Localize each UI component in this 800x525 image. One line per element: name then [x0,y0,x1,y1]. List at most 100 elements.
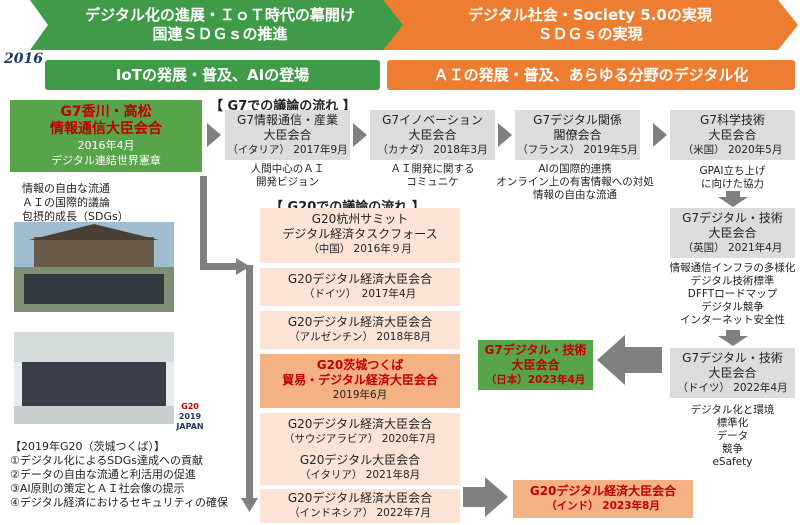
g20-box-title: G20デジタル大臣会合 [299,453,421,467]
kagawa-group-photo [14,222,174,312]
g7-france-note: AIの国際的連携 オンライン上の有害情報への対処 情報の自由な流通 [496,163,654,201]
tsukuba-summary: 【2019年G20（茨城つくば）】 ①デジタル化によるSDGs達成への貢献 ②デ… [10,440,228,510]
g7-germany-notes: デジタル化と環境 標準化 データ 競争 eSafety [670,404,795,469]
top-left-chevron [30,0,408,50]
tsukuba-summary-heading: 【2019年G20（茨城つくば）】 [10,440,166,453]
arrow-right-icon [653,123,667,147]
arrow-right-icon [498,123,512,147]
tsukuba-summary-item: ④デジタル経済におけるセキュリティの確保 [10,496,228,509]
g20-box-title: G20デジタル経済大臣会合 [287,272,433,286]
arrow-right-icon [236,258,250,275]
g7-uk-note: デジタル技術標準 [690,275,775,287]
arrow-right-icon [353,123,367,147]
connector-vertical-g20 [246,265,253,500]
g7-germany-box: G7デジタル・技術 大臣会合 （ドイツ） 2022年4月 [670,348,795,398]
g20-box-sub: （アルゼンチン） 2018年8月 [289,331,431,343]
kagawa-note: 包摂的成長（SDGs） [22,210,129,223]
g20-germany-box: G20デジタル経済大臣会合 （ドイツ） 2017年4月 [260,268,460,306]
g20-india-title: G20デジタル経済大臣会合 [529,484,677,498]
top-right-line1: デジタル社会・Society 5.0の実現 [468,6,712,24]
g7-uk-box: G7デジタル・技術 大臣会合 （英国） 2021年4月 [670,208,795,258]
tsukuba-summary-item: ③AI原則の策定とＡＩ社会像の提示 [10,482,185,495]
kagawa-title: G7香川・高松 [60,104,152,120]
g20-argentina-box: G20デジタル経済大臣会合 （アルゼンチン） 2018年8月 [260,311,460,349]
g20-logo-line3: JAPAN [176,422,204,431]
connector-horizontal [200,263,240,270]
g7-canada-box: G7イノベーション 大臣会合 （カナダ） 2018年3月 [370,110,495,160]
g20-box-sub: （中国） 2016年９月 [308,243,412,255]
g20-box-sub: （ドイツ） 2017年4月 [303,288,417,300]
g7-italy-note: 人間中心のＡＩ 開発ビジョン [250,163,325,188]
g7-germany-note: eSafety [712,456,753,468]
arrow-right-icon [207,123,221,147]
g7-kagawa-box: G7香川・高松 情報通信大臣会合 2016年4月 デジタル連結世界憲章 [10,100,202,172]
g7-germany-sub: （ドイツ） 2022年4月 [677,382,788,394]
g7-germany-note: データ [716,430,749,442]
g7-uk-sub: （英国） 2021年4月 [682,242,783,254]
kagawa-note: ＡＩの国際的議論 [22,196,110,209]
top-right-line2: ＳＤＧｓの実現 [537,25,643,43]
g20-box-title: G20デジタル経済大臣会合 [287,491,433,505]
top-left-line2: 国連ＳＤＧｓの推進 [152,25,288,43]
top-left-line1: デジタル化の進展・ＩｏＴ時代の幕開け [85,6,355,24]
g7-uk-note: デジタル競争 [701,301,764,313]
kagawa-charter: デジタル連結世界憲章 [51,154,161,167]
tsukuba-group-photo [14,332,174,424]
kagawa-subtitle: 情報通信大臣会合 [50,121,162,137]
g7-france-box: G7デジタル関係 閣僚会合 （フランス） 2019年5月 [515,110,640,160]
g7-germany-note: デジタル化と環境 [690,404,775,416]
g20-box-title: G20杭州サミット デジタル経済タスクフォース [282,212,438,241]
arrow-down-icon [718,330,748,346]
g7-japan-box: G7デジタル・技術 大臣会合 （日本）2023年4月 [478,340,593,390]
tsukuba-summary-item: ②データの自由な流通と利活用の促進 [10,468,196,481]
g7-uk-note: インターネット安全性 [680,314,785,326]
kagawa-note: 情報の自由な流通 [22,182,110,195]
year-label: 2016 [4,51,43,67]
g20-italy-box: G20デジタル大臣会合 （イタリア） 2021年8月 [260,451,460,485]
g7-germany-note: 標準化 [716,417,749,429]
g7-uk-note: DFFTロードマップ [687,288,778,300]
g7-box-title: G7情報通信・産業 大臣会合 [237,113,338,142]
g20-india-sub: （インド） 2023年8月 [546,500,660,512]
g7-box-sub: （イタリア） 2017年9月 [227,144,348,156]
arrow-left-icon [597,335,662,385]
g7-box-sub: （フランス） 2019年5月 [517,144,638,156]
kagawa-notes: 情報の自由な流通 ＡＩの国際的議論 包摂的成長（SDGs） [22,182,129,224]
g20-box-sub: （サウジアラビア） 2020年7月 [283,433,437,445]
g7-canada-note: ＡＩ開発に関する コミュニケ [390,163,475,188]
tsukuba-summary-item: ①デジタル化によるSDGs達成への貢献 [10,454,204,467]
arrow-down-icon [718,191,748,207]
g20-logo-line2: 2019 [178,412,202,421]
g7-usa-note: GPAI立ち上げ に向けた協力 [699,165,766,190]
g20-box-sub: （インドネシア） 2022年7月 [289,507,431,519]
g20-box-sub: 2019年6月 [332,389,388,401]
g20-box-title: G20茨城つくば 貿易・デジタル経済大臣会合 [282,358,438,387]
top-right-chevron [383,0,798,50]
g7-germany-title: G7デジタル・技術 大臣会合 [682,351,783,380]
g7-uk-note: 情報通信インフラの多様化 [669,262,796,274]
g20-box-title: G20デジタル経済大臣会合 [287,315,433,329]
kagawa-photo-image [14,222,174,312]
g7-germany-note: 競争 [722,443,743,455]
g20-logo-line1: G20 [181,402,199,411]
g20-india-box: G20デジタル経済大臣会合 （インド） 2023年8月 [513,480,693,518]
g7-italy-box: G7情報通信・産業 大臣会合 （イタリア） 2017年9月 [225,110,350,160]
g7-uk-title: G7デジタル・技術 大臣会合 [682,211,783,240]
g7-uk-notes: 情報通信インフラの多様化 デジタル技術標準 DFFTロードマップ デジタル競争 … [660,262,800,327]
band-right: ＡＩの発展・普及、あらゆる分野のデジタル化 [387,60,795,90]
g7-box-title: G7科学技術 大臣会合 [700,113,765,142]
top-left-chevron-text: デジタル化の進展・ＩｏＴ時代の幕開け 国連ＳＤＧｓの推進 [40,6,400,44]
arrow-right-icon [463,477,508,517]
g20-indonesia-box: G20デジタル経済大臣会合 （インドネシア） 2022年7月 [260,489,460,523]
connector-vertical [200,176,207,266]
g7-usa-box: G7科学技術 大臣会合 （米国） 2020年5月 [670,110,795,160]
tsukuba-photo-image [14,332,174,424]
band-left: IoTの発展・普及、AIの登場 [45,60,380,90]
g20-box-sub: （イタリア） 2021年8月 [299,469,421,481]
g20-box-title: G20デジタル経済大臣会合 [287,417,433,431]
g7-box-title: G7イノベーション 大臣会合 [382,113,483,142]
g20-saudi-box: G20デジタル経済大臣会合 （サウジアラビア） 2020年7月 [260,413,460,451]
g20-tsukuba-box: G20茨城つくば 貿易・デジタル経済大臣会合 2019年6月 [260,354,460,408]
kagawa-date: 2016年4月 [77,139,135,152]
g7-japan-title: G7デジタル・技術 大臣会合 [484,343,587,372]
